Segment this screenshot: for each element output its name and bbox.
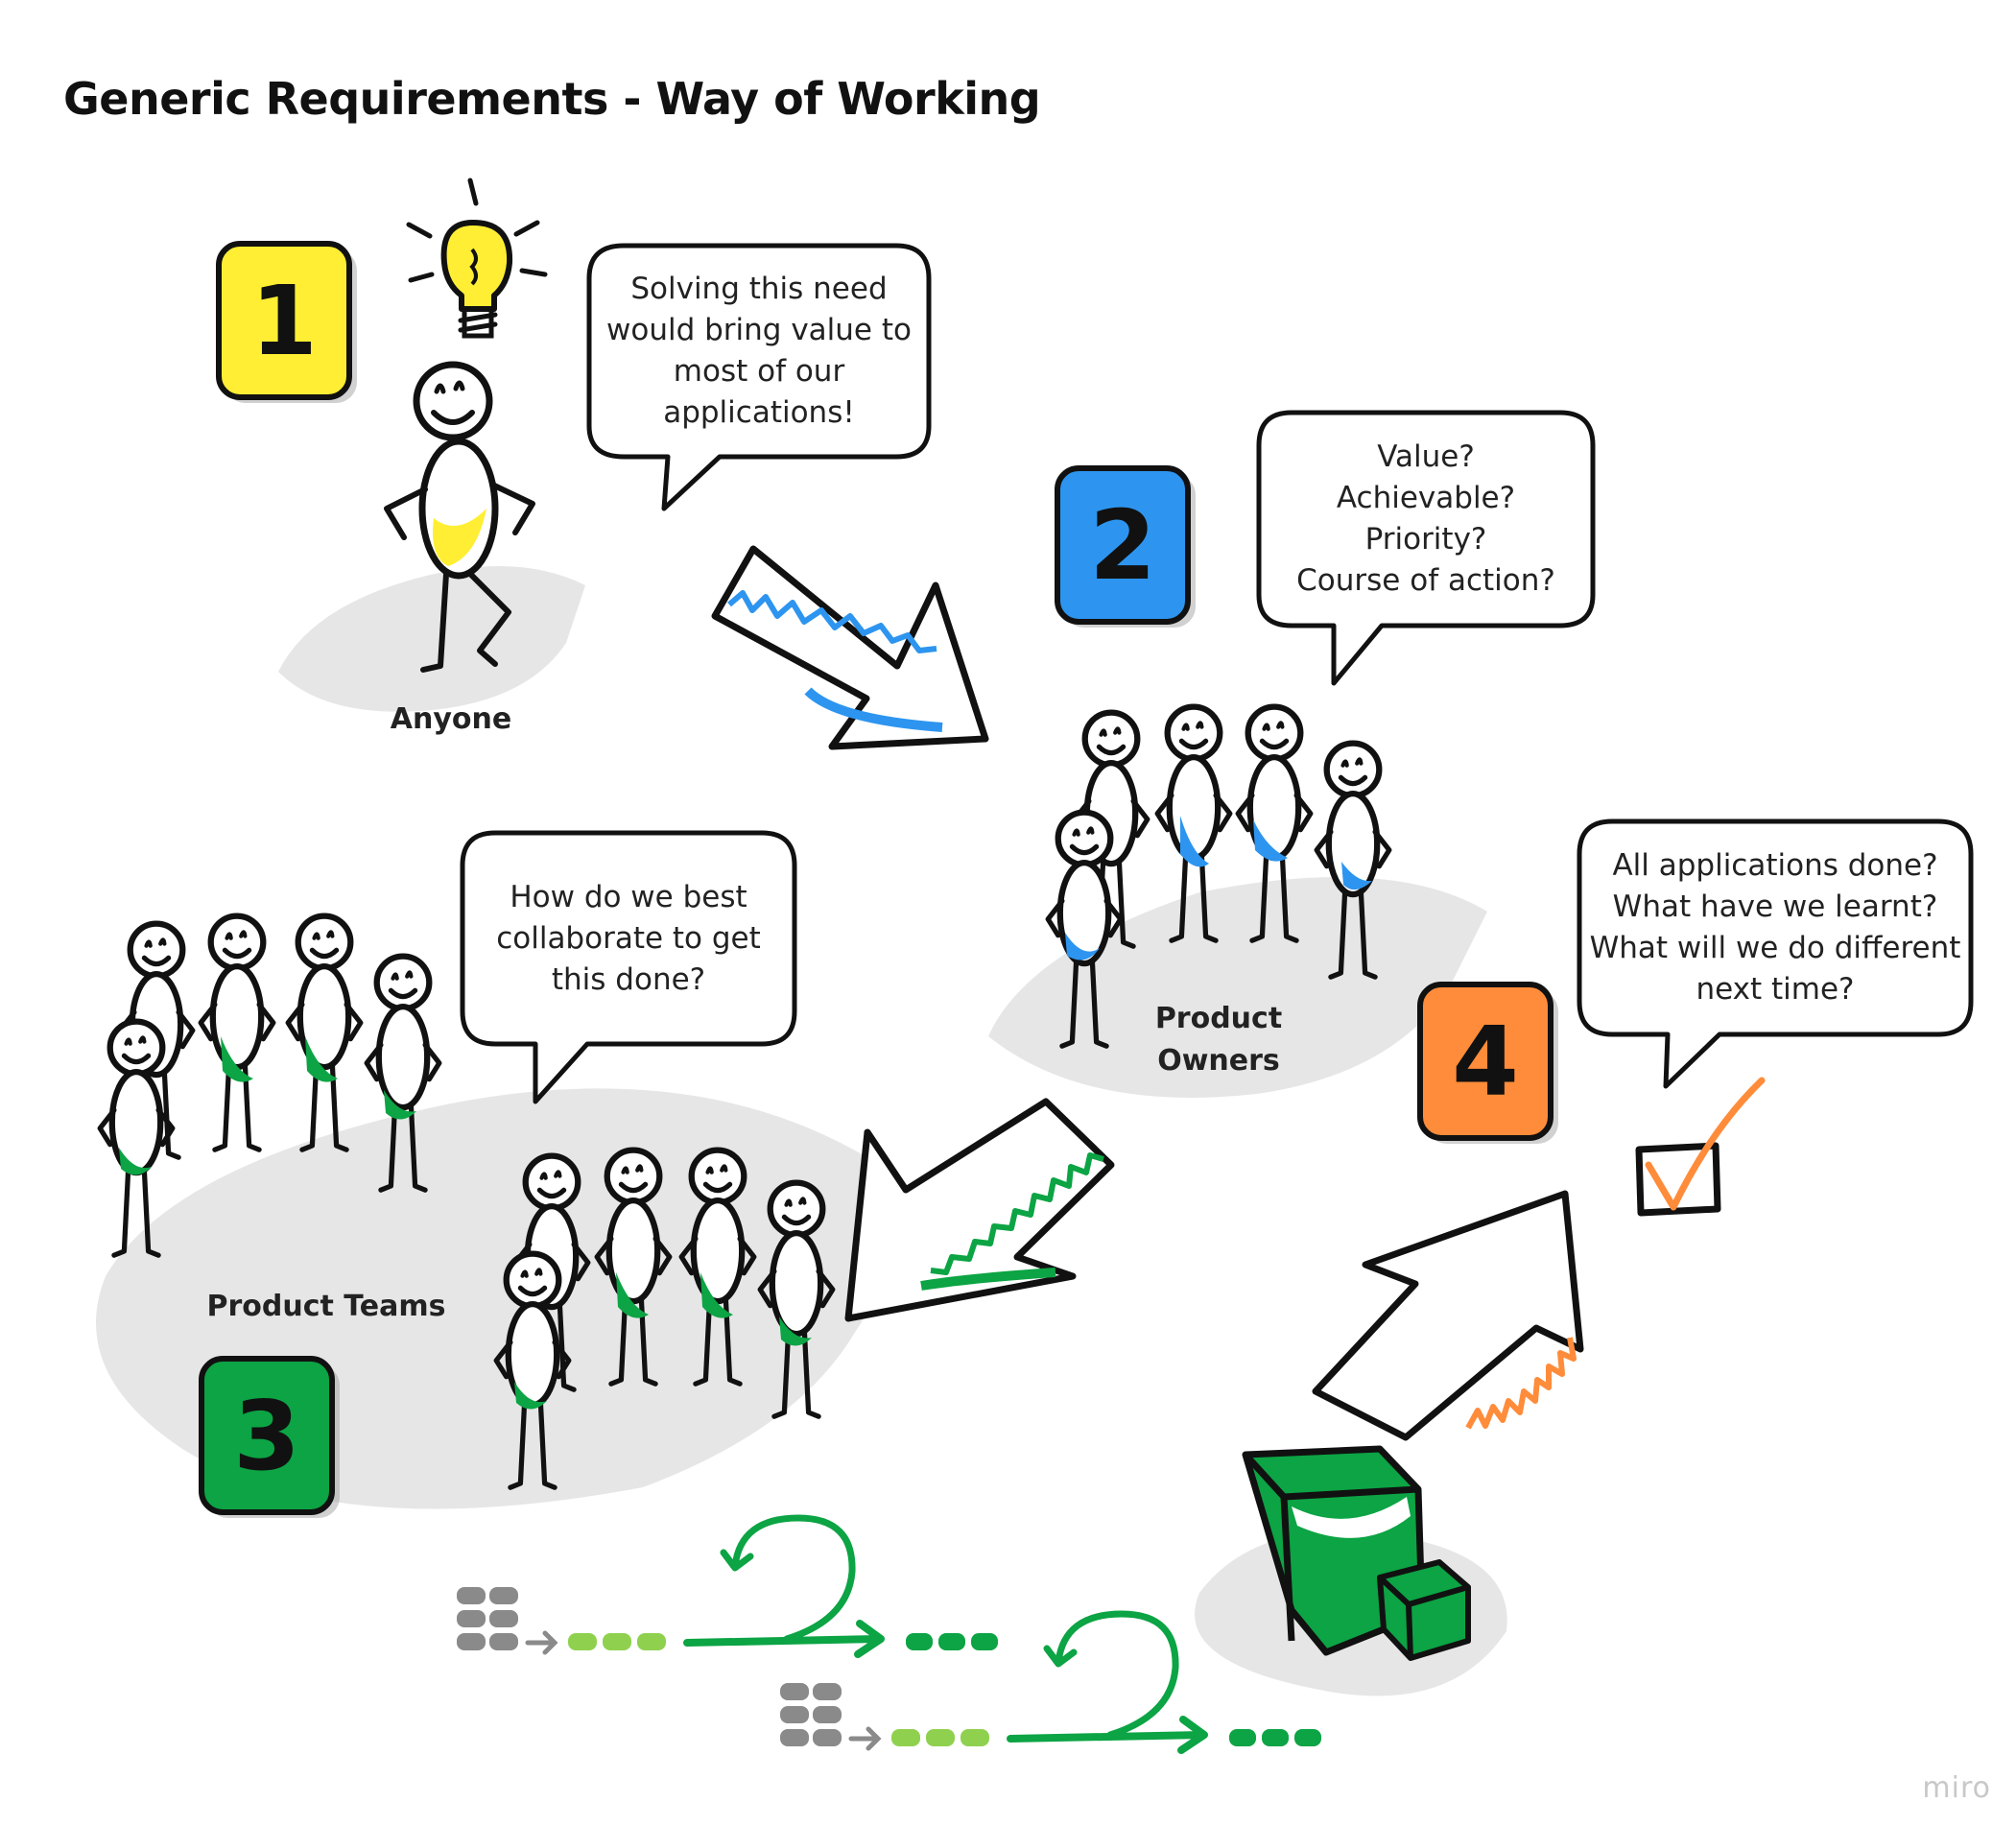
arrow-step2-to-step3: [844, 1098, 1115, 1322]
speech-bubble-4-text: All applications done? What have we lear…: [1589, 848, 1961, 1007]
group-label-anyone: Anyone: [390, 702, 512, 736]
speech-bubble-2-outline: [1256, 410, 1596, 686]
group-label-product-owners: Product Owners: [1154, 1002, 1283, 1078]
miro-watermark: miro: [1922, 1771, 1991, 1805]
speech-bubble-3-text: How do we best collaborate to get this d…: [496, 879, 761, 997]
loop-arrow-icon: [1007, 1610, 1208, 1754]
speech-bubble-2-text: Value? Achievable? Priority? Course of a…: [1296, 439, 1555, 598]
group-label-product-teams: Product Teams: [206, 1290, 446, 1323]
step-2-box: [1055, 465, 1191, 625]
lightbulb-icon: [406, 178, 548, 339]
step-3-number: 3: [233, 1379, 300, 1492]
speech-bubble-3-outline: [460, 830, 797, 1104]
step-2-number: 2: [1089, 488, 1156, 602]
backlog-flow-2: [780, 1610, 1321, 1754]
arrow-step3-to-step4: [1312, 1190, 1584, 1441]
step-4-box: [1417, 982, 1554, 1141]
cube-icon: [1242, 1445, 1471, 1661]
speech-bubble-4-outline: [1577, 818, 1974, 1089]
backlog-icon: [780, 1683, 842, 1746]
backlog-icon: [457, 1587, 518, 1650]
person-anyone: [384, 361, 535, 673]
speech-bubble-1-text: Solving this need would bring value to m…: [606, 272, 912, 430]
step-4-number: 4: [1452, 1005, 1519, 1118]
checkbox-checked-icon: [1635, 1077, 1766, 1217]
page-title: Generic Requirements - Way of Working: [63, 73, 1041, 125]
backlog-flow-1: [457, 1514, 998, 1658]
step-1-number: 1: [250, 264, 318, 377]
arrow-step1-to-step2: [711, 545, 989, 750]
step-1-box: [216, 241, 352, 400]
speech-bubble-1-outline: [586, 243, 932, 511]
loop-arrow-icon: [683, 1514, 885, 1658]
step-3-box: [199, 1356, 335, 1515]
